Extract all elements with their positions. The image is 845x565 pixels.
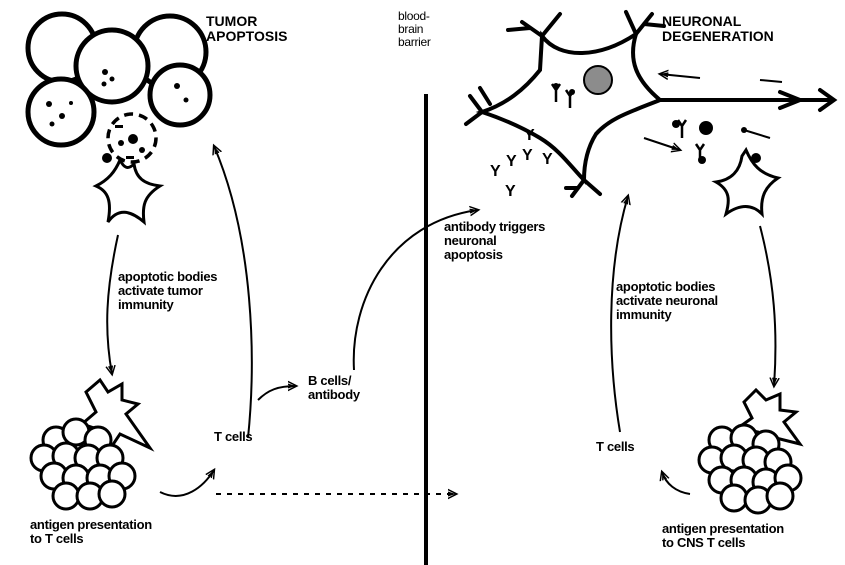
antigen-presentation-right-label: antigen presentation to CNS T cells: [662, 522, 784, 550]
antigen-dots: [553, 83, 747, 164]
svg-text:Y: Y: [542, 151, 553, 168]
t-cells-left-label: T cells: [214, 430, 252, 444]
apoptotic-bodies-neuronal-label: apoptotic bodies activate neuronal immun…: [616, 280, 718, 322]
arrow-neuron-flow: [644, 138, 680, 150]
dendritic-cell-icon: [716, 150, 778, 214]
antigen-presentation-left-label: antigen presentation to T cells: [30, 518, 152, 546]
neuron-icon: [466, 12, 834, 196]
arrow-dendritic-to-cluster: [107, 235, 118, 374]
engulfed-body-icon: [102, 153, 112, 163]
svg-text:Y: Y: [522, 147, 533, 164]
svg-text:Y: Y: [506, 153, 517, 170]
apoptotic-bodies-tumor-label: apoptotic bodies activate tumor immunity: [118, 270, 217, 312]
arrow-tcells-to-tumor: [214, 146, 252, 438]
arrow-dendritic-to-cluster-right: [760, 226, 775, 386]
dendritic-cell-icon: [96, 160, 160, 222]
engulfed-body-icon: [751, 153, 761, 163]
svg-text:Y: Y: [524, 127, 535, 144]
neuron-nucleus: [584, 66, 612, 94]
antibodies-on-neuron: [552, 84, 704, 162]
neuron-tick: [744, 130, 770, 138]
apoptotic-tumor-cell: [108, 114, 156, 162]
svg-text:Y: Y: [505, 183, 516, 200]
t-cells-right-label: T cells: [596, 440, 634, 454]
svg-text:Y: Y: [490, 163, 501, 180]
neuron-tick: [760, 80, 782, 82]
neuronal-degeneration-title: NEURONAL DEGENERATION: [662, 14, 774, 44]
arrow-cluster-to-tcells-right: [662, 472, 690, 494]
tumor-cell: [150, 65, 210, 125]
antibody-triggers-label: antibody triggers neuronal apoptosis: [444, 220, 545, 262]
blood-brain-barrier-label: blood- brain barrier: [398, 10, 431, 49]
arrow-neuron-flow: [660, 74, 700, 78]
b-cells-antibody-label: B cells/ antibody: [308, 374, 360, 402]
arrow-cluster-to-tcells-left: [160, 470, 214, 496]
tumor-apoptosis-title: TUMOR APOPTOSIS: [206, 14, 287, 44]
tumor-cell: [28, 79, 94, 145]
arrow-tcells-to-bcells: [258, 386, 296, 400]
